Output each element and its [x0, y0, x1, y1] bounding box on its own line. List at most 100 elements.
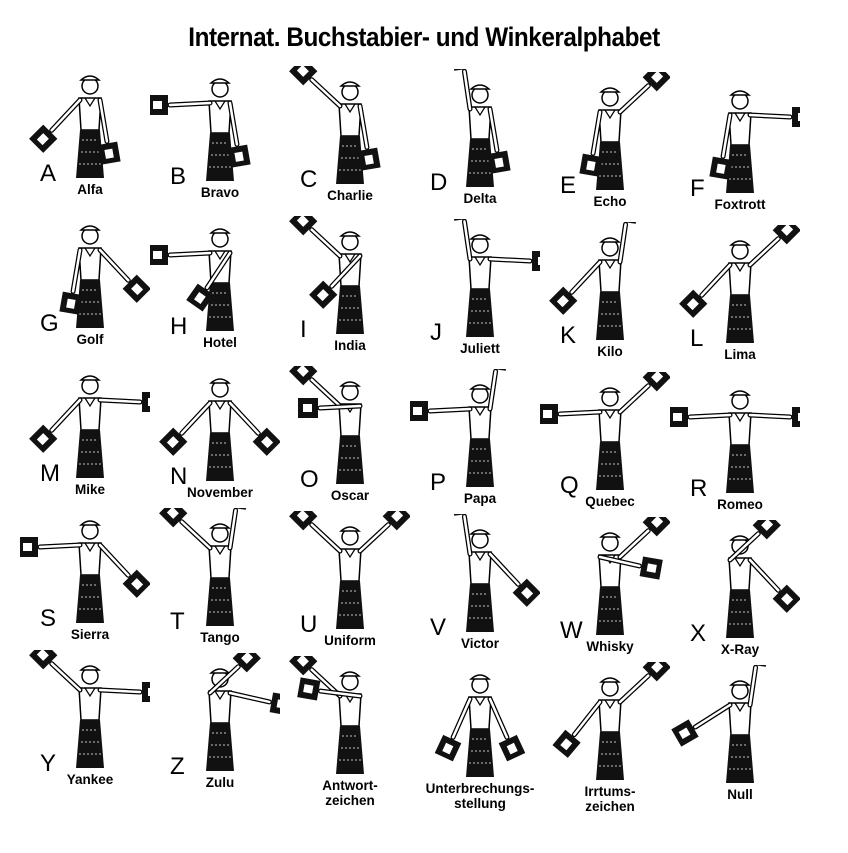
signal-name: Charlie	[327, 188, 373, 203]
page-title: Internat. Buchstabier- und Winkeralphabe…	[188, 22, 660, 52]
flag-icon	[671, 719, 699, 747]
signal-letter: O	[300, 466, 319, 493]
signaller-figure	[552, 662, 670, 780]
signal-letter: L	[690, 325, 704, 352]
flag-icon	[297, 677, 321, 701]
flag-icon	[97, 141, 121, 165]
signaller-figure	[289, 511, 410, 629]
signal-letter: C	[300, 166, 318, 193]
signaller-figure	[29, 650, 150, 768]
signal-o: O Oscar	[280, 366, 410, 516]
signal-letter: V	[430, 614, 447, 641]
signaller-figure	[671, 665, 769, 783]
flag-icon	[670, 407, 688, 427]
signaller-figure	[451, 219, 540, 337]
signaller-figure	[289, 366, 364, 484]
signal-name: Delta	[463, 191, 497, 206]
signal-letter: X	[690, 620, 707, 647]
signaller-figure	[29, 375, 150, 478]
signal-letter: Y	[40, 750, 57, 777]
signal-letter: Z	[170, 753, 185, 780]
signal-name: X-Ray	[720, 642, 760, 657]
flag-icon	[186, 283, 215, 312]
signaller-figure	[289, 656, 364, 774]
signal-letter: R	[690, 475, 708, 502]
signaller-figure	[679, 225, 800, 343]
signal-name: Victor	[460, 636, 499, 651]
signal-name: Bravo	[200, 185, 240, 200]
signal-name: Hotel	[203, 335, 237, 350]
flag-icon	[227, 144, 251, 168]
flag-icon	[29, 650, 58, 670]
signal-m: M Mike	[20, 360, 150, 510]
flag-icon	[150, 95, 168, 115]
signaller-figure	[726, 520, 800, 638]
flag-icon	[59, 291, 83, 315]
signal-special-26: Antwort- zeichen	[280, 656, 410, 808]
flag-icon	[532, 251, 540, 271]
signal-letter: J	[430, 319, 442, 346]
signal-name: Foxtrott	[714, 197, 766, 212]
signaller-figure	[206, 653, 280, 771]
signal-name: Kilo	[597, 344, 623, 359]
flag-icon	[552, 729, 581, 758]
flag-icon	[434, 734, 462, 762]
signal-name: Quebec	[585, 494, 635, 509]
signal-name: Sierra	[70, 627, 110, 642]
signaller-figure	[434, 674, 526, 777]
flag-icon	[579, 153, 603, 177]
flag-icon	[289, 66, 318, 86]
signal-name: Antwort- zeichen	[322, 778, 378, 808]
signal-letter: M	[40, 460, 60, 487]
flag-icon	[289, 511, 318, 531]
signaller-figure	[29, 75, 121, 178]
signal-k: K Kilo	[540, 222, 670, 372]
flag-icon	[639, 556, 663, 580]
signal-letter: Q	[560, 472, 579, 499]
signal-x: X X-Ray	[670, 520, 800, 670]
signaller-figure	[289, 216, 364, 334]
flag-icon	[142, 682, 150, 702]
signal-name: Papa	[463, 491, 497, 506]
signal-name: Null	[727, 787, 753, 802]
flag-icon	[150, 245, 168, 265]
flag-icon	[232, 653, 261, 673]
flag-icon	[487, 150, 511, 174]
signaller-figure	[410, 369, 509, 487]
signaller-figure	[540, 372, 670, 490]
flag-icon	[540, 404, 558, 424]
signal-name: Tango	[200, 630, 240, 645]
signal-special-27: Unterbrechungs- stellung	[410, 659, 540, 811]
signaller-figure	[549, 222, 639, 340]
signal-name: Mike	[74, 482, 105, 497]
signal-letter: K	[560, 322, 577, 349]
signal-name: Alfa	[77, 182, 103, 197]
flag-icon	[269, 692, 280, 716]
signaller-figure	[150, 78, 251, 181]
signal-name: Oscar	[330, 488, 370, 503]
signal-q: Q Quebec	[540, 372, 670, 522]
signaller-figure	[159, 378, 280, 481]
signal-h: H Hotel	[150, 213, 280, 363]
signaller-figure	[709, 90, 800, 193]
signal-letter: N	[170, 463, 188, 490]
signal-letter: H	[170, 313, 188, 340]
signaller-figure	[20, 520, 150, 623]
signaller-figure	[289, 66, 381, 184]
signaller-figure	[579, 72, 670, 190]
signal-name: Uniform	[324, 633, 376, 648]
signaller-figure	[59, 225, 150, 328]
signal-name: India	[334, 338, 366, 353]
signal-v: V Victor	[410, 514, 540, 664]
